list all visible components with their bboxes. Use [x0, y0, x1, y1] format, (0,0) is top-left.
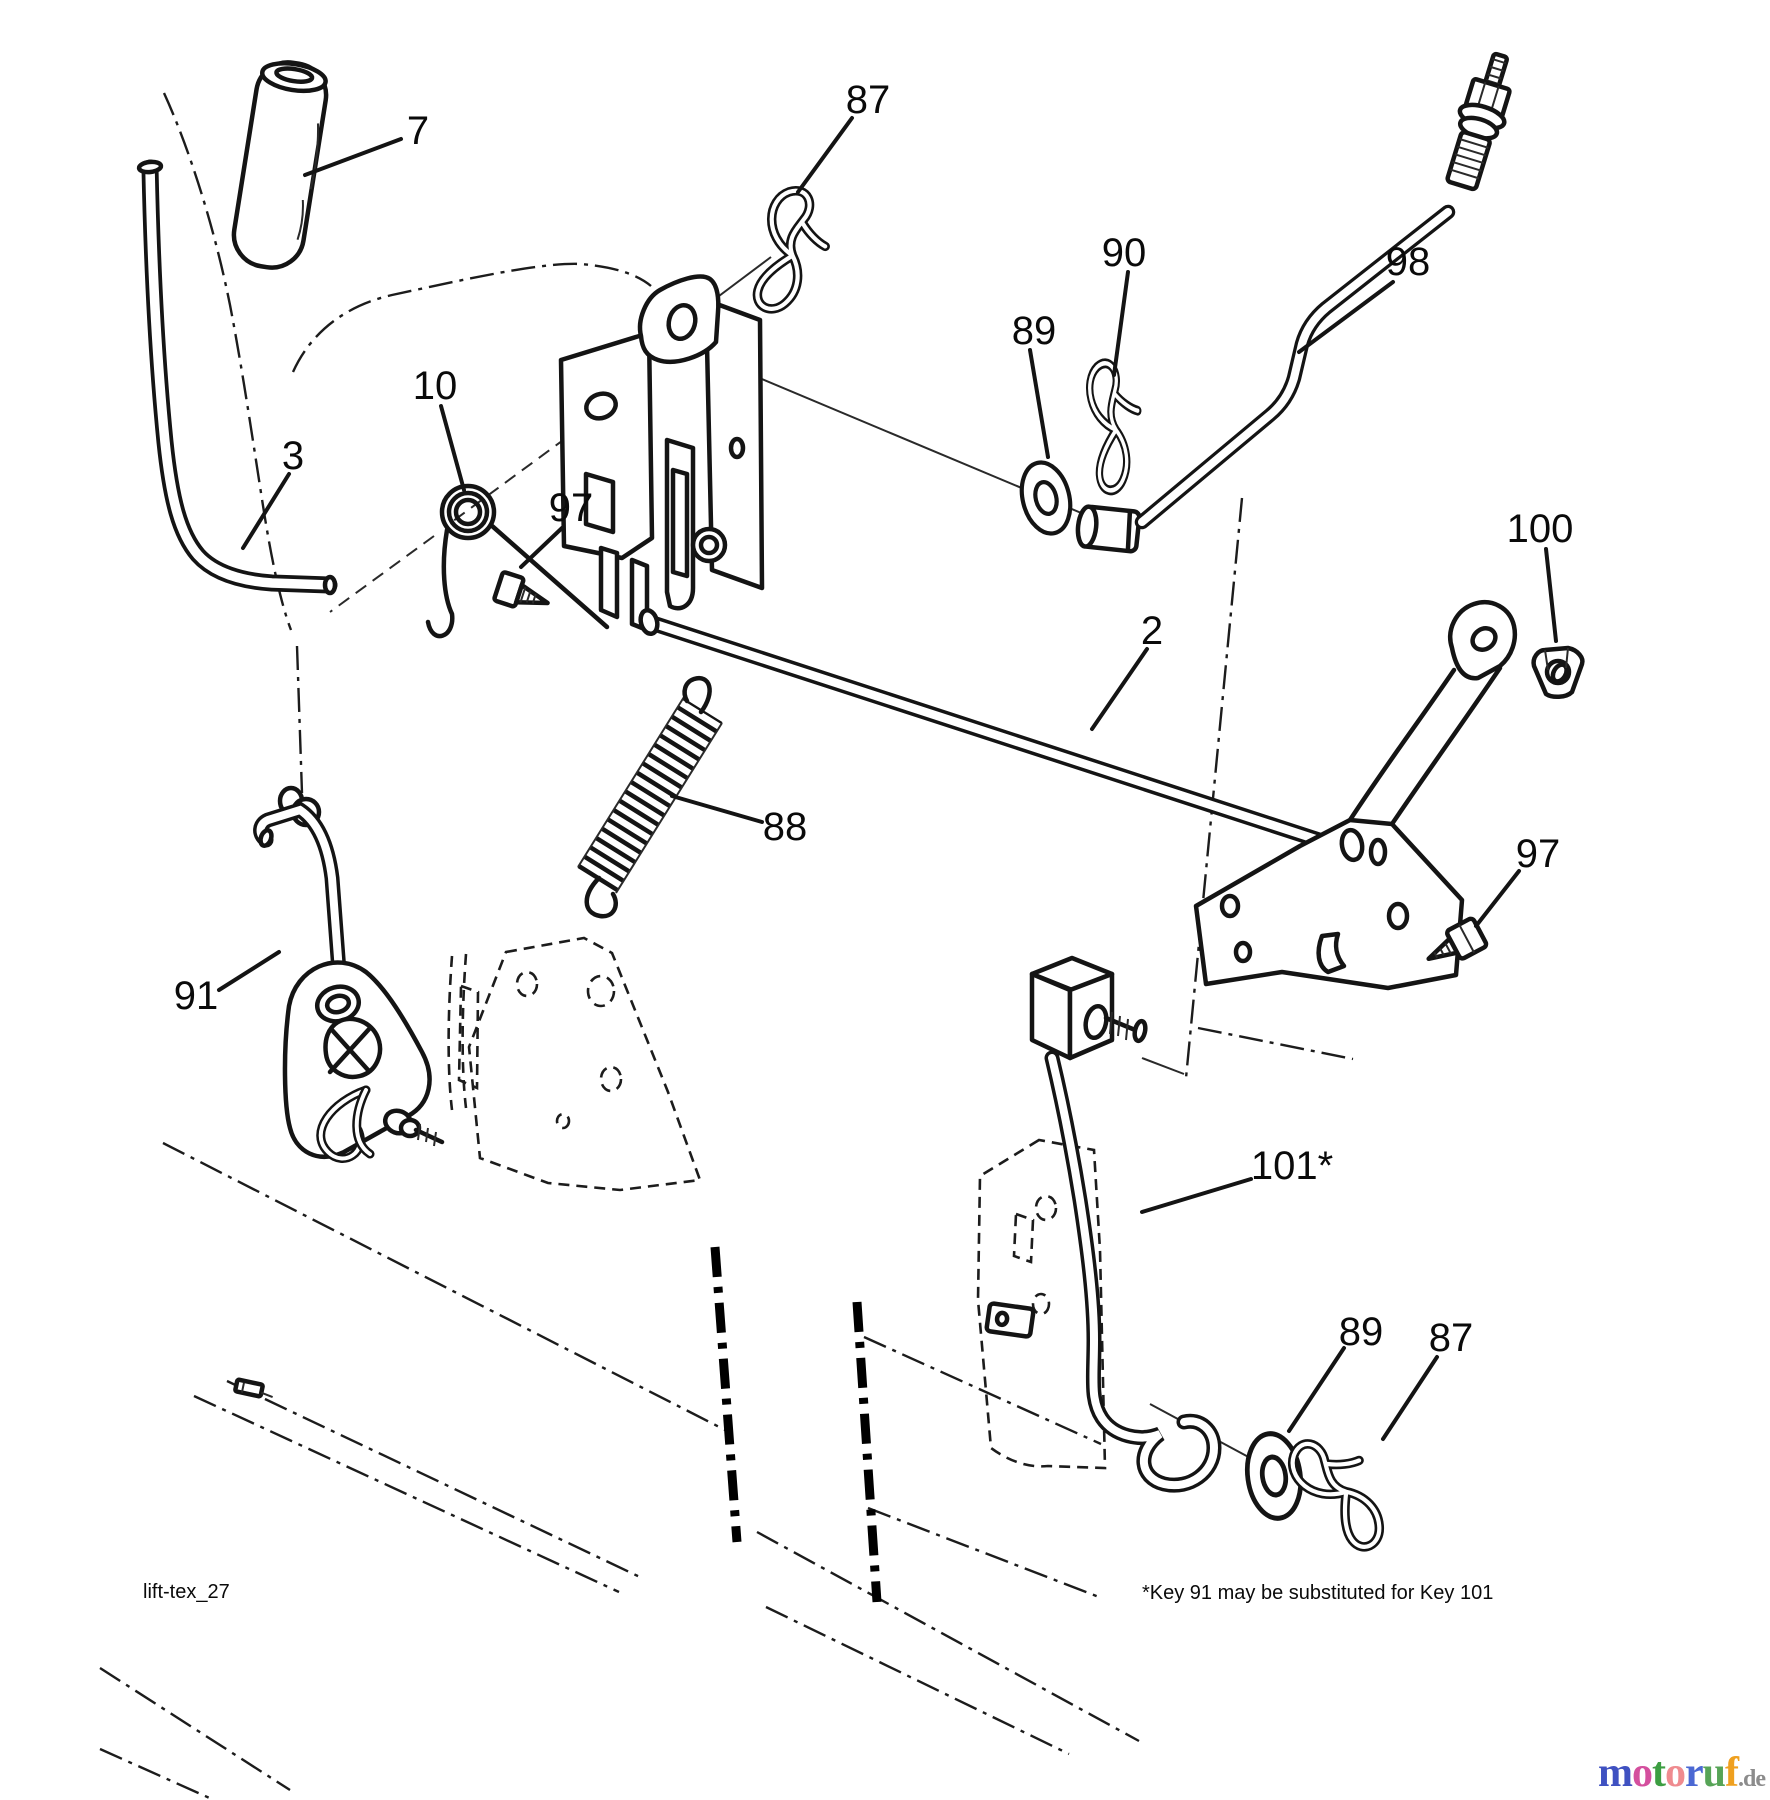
watermark-logo: motoruf.de: [1598, 1750, 1766, 1796]
lift-link-rod: [1075, 51, 1512, 554]
retainer-clip: [1088, 361, 1143, 491]
callout-7: 7: [407, 109, 429, 153]
callout-91: 91: [174, 974, 219, 1018]
callout-87-bottom: 87: [1429, 1316, 1474, 1360]
shoulder-bolt-right: [1426, 916, 1489, 962]
callout-97-right: 97: [1516, 832, 1561, 876]
rod-threaded-end: [1445, 51, 1512, 192]
callout-101: 101*: [1251, 1144, 1333, 1188]
logo-letter: u: [1703, 1750, 1726, 1796]
logo-letter: t: [1652, 1750, 1666, 1796]
extension-spring: [577, 675, 723, 919]
lift-arm-bracket-right: [1193, 600, 1518, 991]
callout-leader-lines: [217, 116, 1558, 1441]
callout-88: 88: [763, 805, 808, 849]
torsion-spring: [425, 483, 610, 639]
callout-100: 100: [1507, 507, 1574, 551]
callout-3: 3: [282, 434, 304, 478]
phantom-centerlines: [162, 92, 1322, 1497]
deck-edge-phantom-lines: [99, 1026, 1354, 1800]
callout-97-left: 97: [549, 486, 594, 530]
logo-suffix: .de: [1738, 1766, 1766, 1792]
callout-98: 98: [1386, 240, 1431, 284]
lift-handle-rod: [136, 159, 338, 596]
drawing-code: lift-tex_27: [143, 1581, 230, 1603]
callout-89-bottom: 89: [1339, 1310, 1384, 1354]
callout-10: 10: [413, 364, 458, 408]
footnote: *Key 91 may be substituted for Key 101: [1142, 1582, 1493, 1604]
callout-89-right: 89: [1012, 309, 1057, 353]
lift-lever-91: [253, 785, 445, 1163]
lift-shaft: [638, 607, 1360, 859]
hex-nut: [1531, 645, 1585, 699]
logo-letter: o: [1665, 1750, 1685, 1796]
callout-2: 2: [1141, 609, 1163, 653]
washer-right: [1015, 457, 1078, 538]
logo-letter: o: [1632, 1750, 1652, 1796]
logo-letter: m: [1598, 1750, 1633, 1796]
logo-letter: f: [1725, 1750, 1740, 1796]
deck-edge-fastener: [233, 1377, 273, 1399]
t-nut-block: [984, 1301, 1036, 1339]
callout-labels: 7 87 90 98 89 10 97 3 100 2 88 97 91 101…: [174, 78, 1574, 1360]
hairpin-clip-top: [750, 186, 837, 318]
callout-90: 90: [1102, 231, 1147, 275]
pivot-bracket: [558, 274, 765, 633]
lift-link-101: [1029, 955, 1222, 1493]
lift-handle-grip: [231, 60, 329, 270]
callout-87-top: 87: [846, 78, 891, 122]
shoulder-bolt-left: [492, 570, 550, 609]
deck-bracket-left-phantom: [447, 936, 702, 1192]
logo-letter: r: [1685, 1750, 1703, 1796]
